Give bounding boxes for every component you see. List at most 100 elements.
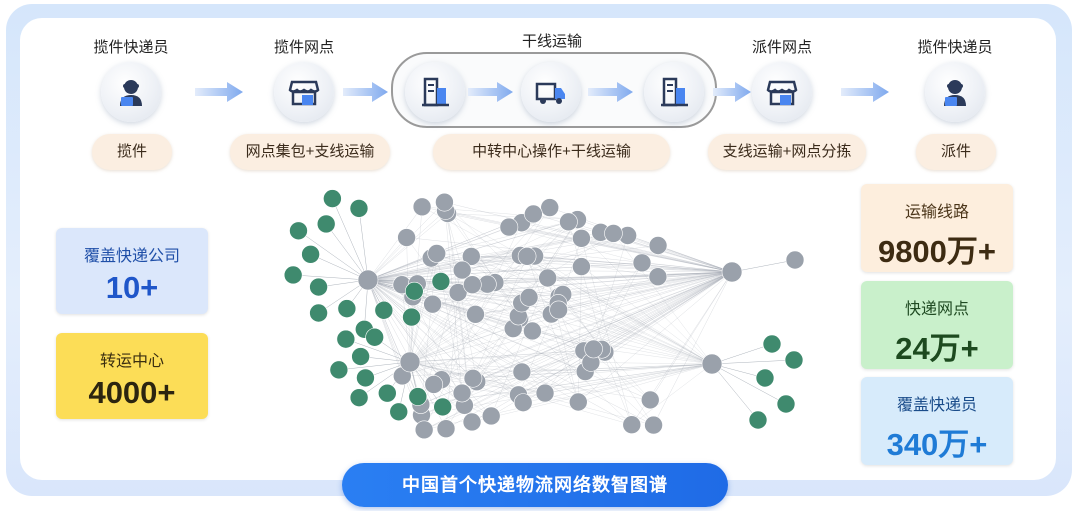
graph-edge: [409, 361, 522, 373]
graph-edge: [409, 350, 584, 363]
graph-edge: [562, 294, 713, 365]
graph-node: [431, 272, 451, 291]
graph-edge: [491, 271, 733, 417]
graph-node: [512, 362, 532, 382]
stage-title-trunk: 干线运输: [521, 33, 582, 50]
graph-edge: [409, 276, 658, 363]
graph-node: [632, 253, 652, 273]
graph-edge: [471, 256, 713, 365]
courier-icon: [101, 62, 161, 122]
graph-edge: [631, 363, 713, 425]
graph-edge: [534, 255, 713, 365]
graph-edge: [604, 271, 733, 353]
graph-node: [540, 198, 560, 217]
graph-node: [435, 192, 454, 212]
graph-edge: [436, 253, 713, 365]
graph-node: [423, 294, 442, 314]
graph-node: [517, 246, 537, 266]
graph-edge: [409, 361, 654, 426]
graph-edge: [526, 256, 579, 403]
stat-value: 9800万+: [877, 234, 997, 269]
graph-edge: [409, 361, 586, 372]
graph-node: [351, 347, 370, 366]
graph-edge: [627, 235, 733, 273]
graph-edge: [650, 271, 733, 401]
graph-edge: [332, 198, 369, 281]
graph-node: [519, 288, 539, 307]
stat-card-express-companies: 覆盖快递公司 10+: [56, 228, 208, 314]
graph-node: [329, 360, 349, 380]
graph-edge: [711, 343, 773, 365]
graph-edge: [472, 271, 733, 379]
graph-edge: [711, 359, 795, 365]
graph-edge: [657, 271, 733, 277]
graph-edge: [593, 271, 733, 350]
graph-edge: [444, 202, 519, 317]
graph-node: [538, 268, 558, 288]
graph-edge: [458, 292, 713, 365]
graph-edge: [409, 361, 492, 417]
step-pill-pickup: 揽件: [92, 134, 172, 170]
title-banner: 中国首个快递物流网络数智图谱: [342, 463, 728, 507]
graph-edge: [544, 363, 713, 394]
logistics-network-graph: [283, 189, 805, 440]
graph-edge: [367, 279, 524, 403]
graph-edge: [409, 361, 474, 379]
graph-edge: [367, 279, 442, 380]
graph-node: [481, 406, 501, 426]
graph-edge: [358, 208, 369, 281]
arrow-right-icon: [343, 82, 388, 102]
graph-node: [549, 300, 568, 320]
graph-edge: [590, 271, 733, 363]
graph-edge: [601, 271, 733, 350]
graph-node: [356, 368, 375, 388]
graph-node: [301, 245, 320, 264]
graph-edge: [657, 245, 733, 273]
graph-edge: [568, 221, 713, 365]
graph-edge: [581, 238, 733, 273]
graph-node: [513, 393, 533, 412]
graph-node: [466, 305, 485, 324]
stage-title-delivery-courier: 揽件快递员: [917, 39, 993, 56]
graph-edge: [431, 257, 548, 279]
graph-edge: [367, 279, 474, 379]
graph-edge: [409, 253, 437, 363]
graph-edge: [461, 271, 733, 394]
graph-edge: [490, 277, 548, 417]
graph-node: [748, 410, 768, 430]
graph-node: [499, 217, 519, 237]
graph-edge: [367, 279, 523, 373]
graph-edge: [367, 279, 422, 405]
graph-edge: [593, 235, 628, 350]
store-icon: [274, 62, 334, 122]
graph-node: [414, 420, 434, 440]
graph-edge: [412, 235, 628, 298]
building-icon: [644, 62, 704, 122]
graph-edge: [367, 279, 403, 377]
graph-edge: [558, 303, 713, 365]
graph-edge: [402, 271, 733, 377]
stat-card-couriers: 覆盖快递员 340万+: [861, 377, 1013, 465]
graph-edge: [527, 256, 733, 273]
step-pill-hub-trunk: 中转中心操作+干线运输: [433, 134, 670, 170]
graph-edge: [367, 279, 477, 382]
graph-edge: [310, 254, 369, 281]
graph-node: [365, 327, 384, 347]
arrow-right-icon: [713, 82, 751, 102]
graph-node: [349, 388, 369, 407]
stage-title-pickup-outlet: 揽件网点: [273, 39, 334, 56]
graph-edge: [551, 271, 733, 315]
graph-edge: [421, 206, 713, 365]
graph-node: [535, 383, 555, 403]
graph-node: [755, 368, 775, 388]
graph-node: [399, 351, 421, 373]
graph-edge: [544, 271, 733, 394]
graph-edge: [409, 258, 432, 363]
graph-edge: [367, 255, 521, 281]
graph-edge: [367, 279, 422, 405]
graph-edge: [424, 350, 584, 431]
stage-title-pickup-courier: 揽件快递员: [93, 39, 169, 56]
graph-node: [309, 303, 328, 323]
graph-edge: [441, 379, 546, 394]
step-pill-delivery: 派件: [916, 134, 996, 170]
